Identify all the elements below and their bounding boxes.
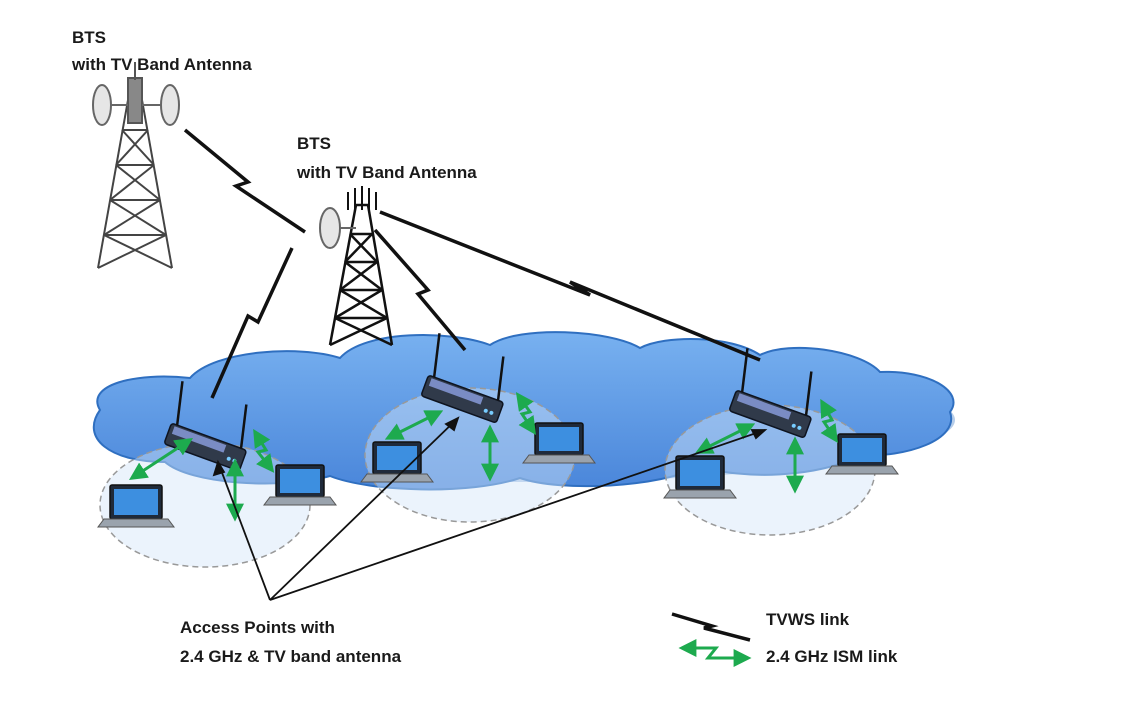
laptop-icon bbox=[522, 422, 596, 464]
bts-tower-center bbox=[319, 186, 394, 347]
access-point-right bbox=[729, 348, 813, 438]
access-point-center bbox=[421, 333, 505, 423]
laptop-icon bbox=[663, 455, 737, 499]
legend-tvws-label: TVWS link bbox=[766, 610, 850, 629]
dish-antenna-icon bbox=[92, 84, 180, 126]
bts-left-label-line2: with TV Band Antenna bbox=[71, 55, 252, 74]
ism-link bbox=[694, 423, 756, 454]
legend-tvws-symbol bbox=[671, 612, 751, 642]
ism-link bbox=[253, 428, 275, 473]
ism-link bbox=[384, 410, 444, 440]
laptop-icon bbox=[825, 433, 899, 475]
access-points-label-line1: Access Points with bbox=[180, 618, 335, 637]
tvws-link-bts-to-ap-center bbox=[373, 228, 467, 352]
bts-center-label-line1: BTS bbox=[297, 134, 331, 153]
tvws-link-bts-to-ap-left bbox=[210, 247, 294, 399]
laptops bbox=[97, 422, 899, 528]
access-point-icon bbox=[729, 348, 813, 438]
legend: TVWS link 2.4 GHz ISM link bbox=[671, 610, 898, 667]
tvws-links bbox=[183, 128, 761, 399]
laptop-icon bbox=[97, 484, 175, 528]
ism-link bbox=[515, 392, 536, 435]
bts-left-label-line1: BTS bbox=[72, 28, 106, 47]
tvws-link-bts-to-ap-right bbox=[379, 210, 761, 362]
legend-ism-label: 2.4 GHz ISM link bbox=[766, 647, 898, 666]
access-point-icon bbox=[164, 381, 248, 471]
laptop-icon bbox=[263, 464, 337, 506]
cell-tower-icon bbox=[328, 186, 394, 347]
dish-antenna-icon bbox=[319, 207, 356, 249]
legend-ism-symbol bbox=[678, 639, 752, 667]
access-points-label-line2: 2.4 GHz & TV band antenna bbox=[180, 647, 402, 666]
access-point-left bbox=[164, 381, 248, 471]
access-point-icon bbox=[421, 333, 505, 423]
tvws-link-bts-to-bts bbox=[183, 128, 306, 234]
ism-links bbox=[128, 392, 838, 522]
ism-link bbox=[128, 438, 194, 480]
ism-link bbox=[820, 398, 838, 443]
cell-tower-icon bbox=[97, 62, 173, 269]
bts-tower-left bbox=[92, 62, 180, 269]
access-point-callout-lines bbox=[212, 416, 768, 601]
bts-center-label-line2: with TV Band Antenna bbox=[296, 163, 477, 182]
